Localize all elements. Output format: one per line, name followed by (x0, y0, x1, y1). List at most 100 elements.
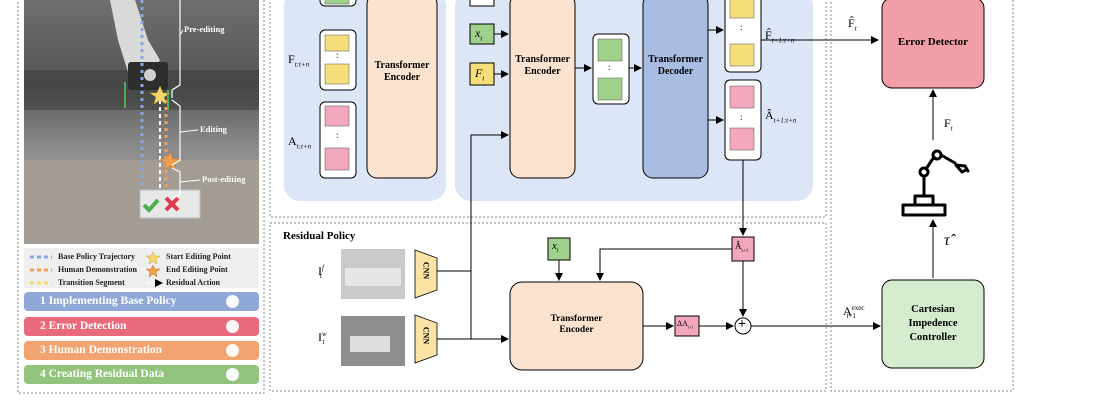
wrist-image-f-detail (345, 268, 401, 286)
left-panel-frame (17, 0, 265, 394)
predicted-a-token-n (729, 127, 755, 151)
residual-delta-label: ΔAt+1 (677, 319, 693, 330)
predicted-f-token-n (729, 43, 755, 67)
history-transformer-encoder (366, 0, 438, 179)
cnn-block-f (414, 249, 438, 299)
residual-ahat-symbol: Â (735, 241, 742, 251)
controller-box (881, 279, 985, 369)
stage-3-label: 3 Human Demonstration (40, 344, 163, 356)
error-detector-box (881, 0, 985, 89)
error-detector-ft-symbol: F (944, 116, 951, 130)
error-detector-input-symbol: F̂ (848, 16, 855, 30)
error-detector-input-subscript: t (854, 24, 857, 33)
predictor-top-token (469, 0, 495, 7)
history-a-dots: : (336, 130, 339, 140)
robot-face-icon (226, 295, 239, 308)
wrist-image-w-detail (350, 336, 390, 352)
cnn-f-label: CNN (421, 261, 431, 280)
legend-residual-label: Residual Action (166, 278, 221, 287)
controller-input-symbol: A (843, 304, 852, 318)
right-panel-frame (830, 0, 1014, 392)
database-icon (226, 368, 239, 381)
editing-label: Editing (200, 124, 227, 134)
robot-icon-base (901, 203, 947, 217)
residual-x-subscript: t (556, 248, 559, 255)
legend-box (24, 248, 259, 288)
residual-if-superscript: f (322, 264, 324, 272)
predictor-decoder-line2: Decoder (657, 66, 694, 77)
controller-line2: Impedence (908, 318, 958, 329)
residual-if-symbol: I (318, 264, 322, 278)
cnn-w-label: CNN (421, 326, 431, 345)
error-detector-ft-subscript: t (950, 124, 953, 133)
predictor-x-label: xt (475, 26, 482, 42)
latent-dots: : (608, 62, 611, 72)
predicted-f-label: F̂t+1:t+n (765, 28, 794, 44)
success-check-icon (142, 198, 160, 213)
latent-token-n (597, 77, 623, 101)
pre-editing-label: Pre-editing (184, 24, 225, 34)
residual-policy-title: Residual Policy (283, 230, 356, 242)
pre-editing-leader (179, 29, 184, 36)
legend-transition-label: Transition Segment (58, 278, 125, 287)
robot-joint (144, 69, 156, 81)
predicted-a-label: Ât+1:t+n (765, 108, 796, 124)
error-detector-label: Error Detector (897, 36, 969, 48)
robot-icon-joint1 (918, 166, 930, 178)
top-middle-frame (269, 0, 827, 218)
pre-editing-bracket (171, 0, 181, 98)
editing-leader (179, 129, 199, 133)
stage-2-label: 2 Error Detection (40, 320, 127, 332)
stage-1-label: 1 Implementing Base Policy (40, 295, 177, 307)
robot-arm-icon (901, 149, 970, 217)
history-a-token-1 (324, 105, 350, 127)
residual-iw-subscript: t (322, 338, 325, 347)
history-f-token (324, 0, 350, 5)
stage-4-label: 4 Creating Residual Data (40, 368, 165, 380)
predictor-x-symbol: x (475, 26, 481, 40)
controller-line3: Controller (909, 332, 957, 343)
residual-delta-subscript: t+1 (687, 324, 694, 330)
controller-input-subscript: t+1 (846, 312, 856, 321)
sum-plus-symbol: + (738, 317, 746, 332)
stage-implementing-base-policy: 1 Implementing Base Policy (24, 292, 259, 311)
legend-end-star-icon (145, 264, 161, 278)
history-a-token-n (324, 147, 350, 171)
predictor-transformer-decoder (642, 0, 709, 179)
controller-line1: Cartesian (911, 304, 955, 315)
predicted-f-subscript: t+1:t+n (771, 36, 795, 45)
hand-icon (226, 344, 239, 357)
robot-icon-link3 (939, 153, 957, 165)
robot-icon-link2 (924, 155, 936, 171)
residual-x-symbol: x (552, 240, 557, 252)
history-a-subscript: t:t+n (296, 142, 312, 151)
legend-end-label: End Editing Point (166, 265, 228, 274)
residual-iw-superscript: w (322, 330, 327, 338)
arrow-visual-to-predictor (470, 131, 509, 339)
legend-base-label: Base Policy Trajectory (58, 252, 136, 261)
stage-creating-residual-data: 4 Creating Residual Data (24, 365, 259, 384)
residual-if-label: Ift (318, 264, 324, 280)
history-a-label: At:t+n (288, 134, 311, 150)
residual-ahat-label: Ât+1 (735, 241, 748, 254)
controller-input-label: Aexect+1 (843, 304, 865, 321)
error-detector-ft-label: Ft (944, 116, 953, 132)
post-editing-label: Post-editing (202, 174, 246, 184)
predicted-a-dots: : (740, 112, 743, 122)
history-f-dots: : (336, 50, 339, 60)
error-x-icon (226, 320, 239, 333)
cnn-block-w (414, 314, 438, 364)
residual-iw-label: Iwt (318, 330, 327, 347)
arrow-ahat-to-residual-encoder (596, 248, 732, 281)
robot-arm-shape (110, 0, 160, 75)
history-f-token-n (324, 63, 350, 85)
predictor-f-symbol: F (475, 66, 483, 80)
legend-start-label: Start Editing Point (166, 252, 231, 261)
predicted-a-subscript: t+1:t+n (773, 116, 797, 125)
error-detector-input-label: F̂t (848, 16, 857, 32)
